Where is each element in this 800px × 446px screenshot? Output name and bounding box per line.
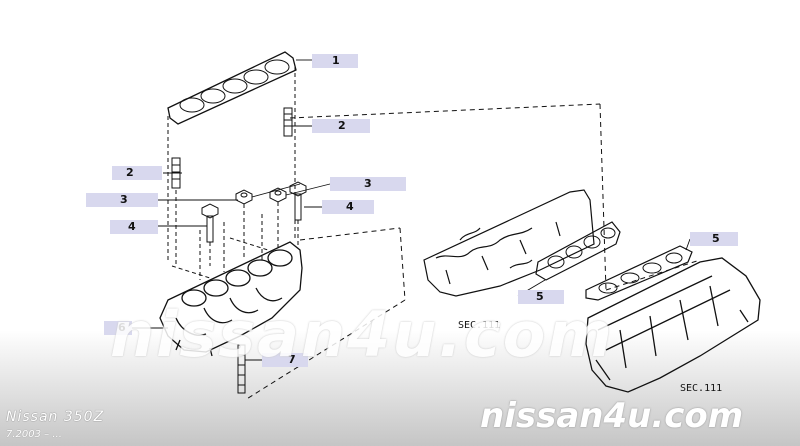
- alignment-lines-upper: [167, 66, 299, 280]
- bolt-part-4-left: [201, 203, 219, 243]
- bottom-gradient: [0, 330, 800, 446]
- callout-3-right: 3: [330, 177, 406, 191]
- head-gasket-part-5-right: [585, 245, 693, 301]
- head-gasket-part-5-left: [535, 221, 621, 281]
- callout-4-left: 4: [110, 220, 158, 234]
- upper-gasket-part-1: [167, 51, 297, 125]
- callout-2-right: 2: [312, 119, 370, 133]
- production-date: 7.2003 – ...: [6, 429, 62, 440]
- leader-lines: [132, 59, 691, 361]
- cylinder-head-right: [585, 257, 761, 393]
- vehicle-model: Nissan 350Z: [6, 409, 105, 425]
- callout-4-right: 4: [322, 200, 374, 214]
- callout-5-right: 5: [690, 232, 738, 246]
- washer-part-3-right: [269, 187, 287, 203]
- callout-2-left: 2: [112, 166, 162, 180]
- lower-manifold-part-6: [159, 241, 303, 357]
- callout-3-left: 3: [86, 193, 158, 207]
- stud-part-2-right: [283, 107, 293, 137]
- section-ref-left: SEC.111: [458, 320, 501, 331]
- callout-7: 7: [262, 353, 308, 367]
- callout-5-left: 5: [518, 290, 564, 304]
- washer-part-3-left: [235, 189, 253, 205]
- cylinder-head-left: [423, 189, 595, 297]
- callout-6: 6: [104, 321, 132, 335]
- stud-part-7: [237, 344, 246, 394]
- watermark-main: nissan4u.com: [110, 298, 614, 371]
- watermark-footer: nissan4u.com: [480, 396, 744, 436]
- bolt-part-4-right: [289, 181, 307, 221]
- dashed-reference-box: [244, 103, 701, 401]
- section-ref-right: SEC.111: [680, 383, 723, 394]
- callout-1: 1: [312, 54, 358, 68]
